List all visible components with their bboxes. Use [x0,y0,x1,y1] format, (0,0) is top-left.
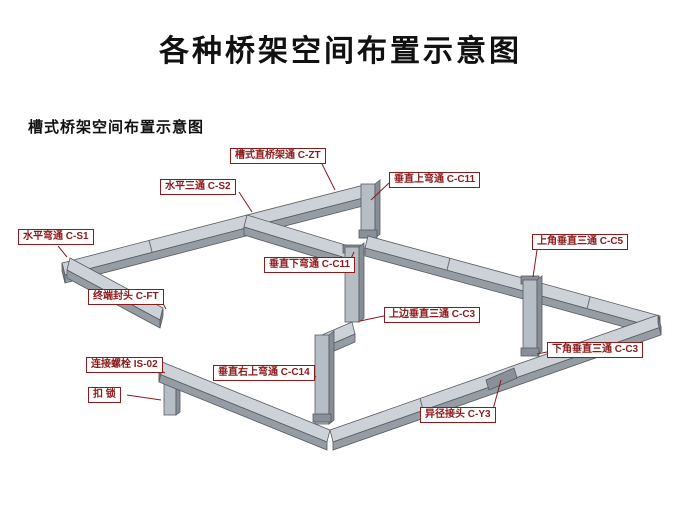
label-horizontal-tee-cs2: 水平三通 C-S2 [160,179,236,195]
vertical-posts [163,242,543,425]
label-connecting-bolt-is02: 连接螺栓 IS-02 [86,357,163,373]
section-subtitle: 槽式桥架空间布置示意图 [28,119,205,136]
label-vertical-up-bend-cc11: 垂直上弯通 C-C11 [389,172,481,188]
reducer-fitting [485,367,518,391]
label-horizontal-bend-cs1: 水平弯通 C-S1 [18,229,94,245]
label-vertical-down-bend-cc11: 垂直下弯通 C-C11 [264,257,356,273]
middle-post [314,334,330,425]
label-end-cap-cft: 终端封头 C-FT [88,289,164,305]
label-upper-edge-tee-cc3: 上边垂直三通 C-C3 [384,307,481,323]
label-straight-tray-czt: 槽式直桥架通 C-ZT [230,148,326,164]
right-corner-post [522,279,538,356]
label-reducer-cy3: 异径接头 C-Y3 [420,407,496,423]
label-upper-corner-tee-cc5: 上角垂直三通 C-C5 [532,234,629,250]
tray-segments-lower [158,314,662,451]
label-lower-corner-tee-cc3: 下角垂直三通 C-C3 [547,342,644,358]
label-vertical-right-up-bend-cc14: 垂直右上弯通 C-C14 [213,365,315,381]
leader-lines [57,163,548,414]
label-lock: 扣 锁 [88,387,121,403]
page-title: 各种桥架空间布置示意图 [159,35,522,68]
